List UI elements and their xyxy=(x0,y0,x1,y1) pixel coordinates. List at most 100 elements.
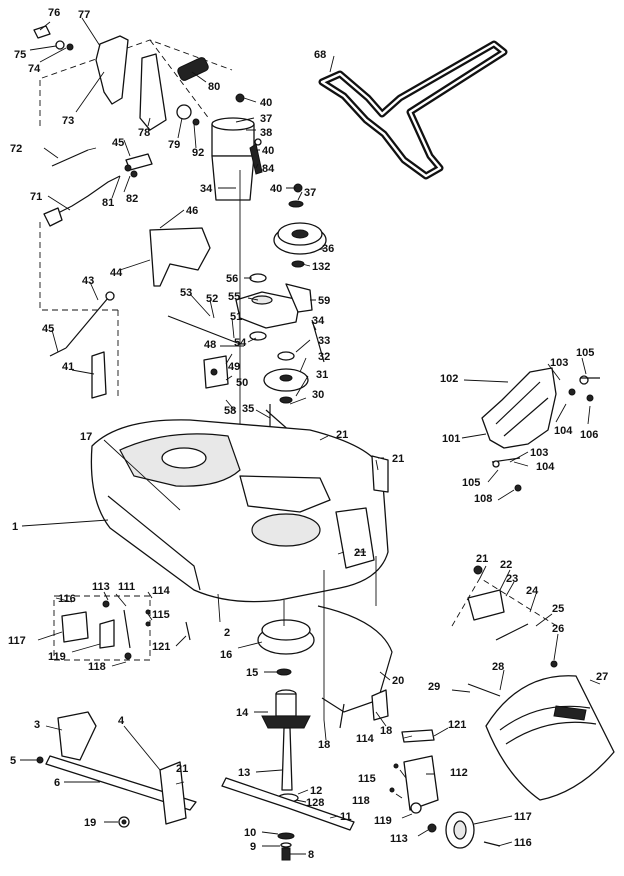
label-111: 111 xyxy=(118,581,135,593)
label-37-top: 37 xyxy=(260,113,272,125)
label-115-right: 115 xyxy=(358,773,376,785)
label-117-right: 117 xyxy=(514,811,532,823)
washer-33 xyxy=(277,351,295,361)
label-16: 16 xyxy=(220,649,232,661)
label-43: 43 xyxy=(82,275,94,287)
bolt-116 xyxy=(483,841,501,847)
bracket-3 xyxy=(57,711,97,761)
label-21-a: 21 xyxy=(336,429,348,441)
label-116-right: 116 xyxy=(514,837,532,849)
nut-106 xyxy=(586,394,594,402)
label-54: 54 xyxy=(234,337,247,349)
label-76: 76 xyxy=(48,7,60,19)
label-50: 50 xyxy=(236,377,248,389)
label-51: 51 xyxy=(230,311,242,323)
label-112: 112 xyxy=(450,767,468,779)
label-119-left: 119 xyxy=(48,651,66,663)
label-119-right: 119 xyxy=(374,815,392,827)
bolt-121 xyxy=(185,621,191,641)
belt-cover-44 xyxy=(149,227,211,287)
label-34-mid: 34 xyxy=(312,315,325,327)
nut-26 xyxy=(550,660,558,668)
label-24: 24 xyxy=(526,585,539,597)
label-27: 27 xyxy=(596,671,608,683)
spindle-assembly xyxy=(221,600,355,861)
part-labels: 76 77 75 74 73 78 79 80 92 72 45 81 82 7… xyxy=(8,7,608,861)
label-132: 132 xyxy=(312,261,330,273)
rod-111 xyxy=(123,609,131,649)
label-40-top: 40 xyxy=(260,97,272,109)
leader-lines xyxy=(20,17,601,855)
bracket-112 xyxy=(403,755,439,811)
label-6: 6 xyxy=(54,777,60,789)
label-21-e: 21 xyxy=(476,553,488,565)
label-28: 28 xyxy=(492,661,504,673)
label-113-right: 113 xyxy=(390,833,408,845)
bracket-21 xyxy=(371,455,389,493)
label-21-b: 21 xyxy=(392,453,404,465)
label-114-left: 114 xyxy=(152,585,171,597)
label-105-low: 105 xyxy=(462,477,480,489)
arm-78 xyxy=(139,53,167,131)
label-12: 12 xyxy=(310,785,322,797)
label-23: 23 xyxy=(506,573,518,585)
discharge-guard-group xyxy=(451,565,615,801)
bracket-119 xyxy=(99,619,115,649)
label-80: 80 xyxy=(208,81,220,93)
label-117-left: 117 xyxy=(8,635,26,647)
label-118-left: 118 xyxy=(88,661,106,673)
spindle-column xyxy=(167,93,327,452)
washer-132 xyxy=(291,260,305,268)
pulley-36 xyxy=(273,222,327,255)
label-103-top: 103 xyxy=(550,357,568,369)
label-106: 106 xyxy=(580,429,598,441)
nut-108 xyxy=(514,484,522,492)
label-21-d: 21 xyxy=(176,763,188,775)
bolt-103 xyxy=(568,388,576,396)
label-116-left: 116 xyxy=(58,593,76,605)
label-30: 30 xyxy=(312,389,324,401)
bracket-121 xyxy=(401,729,435,743)
label-78: 78 xyxy=(138,127,150,139)
label-92: 92 xyxy=(192,147,204,159)
link-43 xyxy=(65,297,109,349)
label-81: 81 xyxy=(102,197,114,209)
label-40-mid: 40 xyxy=(262,145,274,157)
link-43-group xyxy=(49,291,119,400)
washer-54 xyxy=(249,331,267,341)
label-21-c: 21 xyxy=(354,547,366,559)
nut-92 xyxy=(192,118,200,126)
rod-71 xyxy=(51,175,121,217)
label-82: 82 xyxy=(126,193,138,205)
label-128: 128 xyxy=(306,797,324,809)
washer-10 xyxy=(277,832,295,840)
label-44: 44 xyxy=(110,267,123,279)
label-8: 8 xyxy=(308,849,314,861)
label-113-left: 113 xyxy=(92,581,110,593)
nut-40-top xyxy=(235,93,245,103)
label-18-right: 18 xyxy=(380,725,392,737)
pin-82 xyxy=(130,170,138,178)
deflector-group xyxy=(481,367,600,492)
bracket-18 xyxy=(371,689,389,721)
lift-linkage-group xyxy=(33,25,233,311)
mandrel-16 xyxy=(257,619,315,655)
drive-belt-68 xyxy=(318,40,508,180)
label-22: 22 xyxy=(500,559,512,571)
label-2: 2 xyxy=(224,627,230,639)
nut-113 xyxy=(427,823,437,833)
mower-deck-1 xyxy=(90,419,389,603)
idler-pulley-32 xyxy=(263,368,309,392)
rod-53 xyxy=(167,315,241,345)
label-46: 46 xyxy=(186,205,198,217)
label-104-top: 104 xyxy=(554,425,573,437)
spring-105 xyxy=(579,375,589,385)
label-15: 15 xyxy=(246,667,258,679)
label-72: 72 xyxy=(10,143,22,155)
label-74: 74 xyxy=(28,63,41,75)
label-17: 17 xyxy=(80,431,92,443)
gauge-wheel-left xyxy=(53,595,191,661)
link-6 xyxy=(45,755,197,811)
